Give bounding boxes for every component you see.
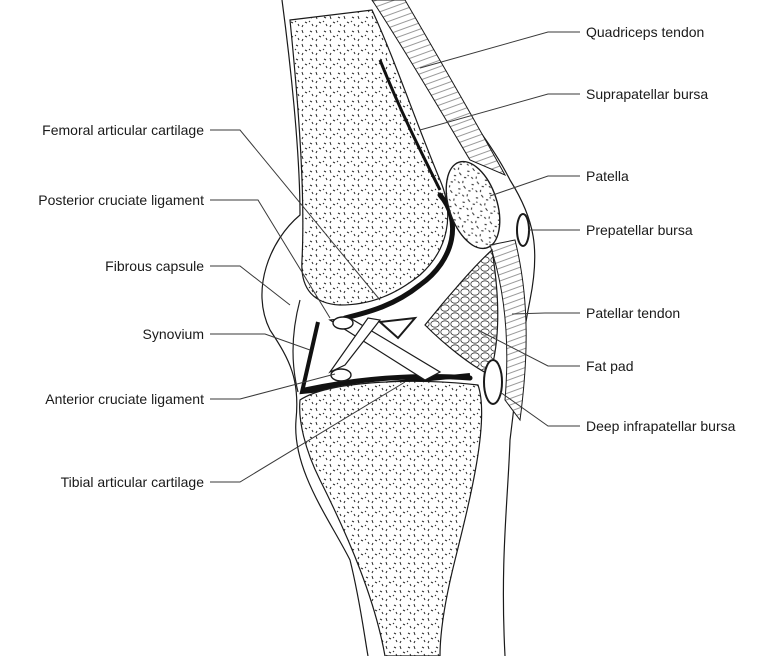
label-anterior-cruciate-ligament: Anterior cruciate ligament <box>45 391 204 407</box>
label-fat-pad: Fat pad <box>586 358 633 374</box>
label-femoral-articular-cartilage: Femoral articular cartilage <box>42 122 204 138</box>
leader-fibrous-capsule <box>210 266 290 305</box>
label-deep-infrapatellar-bursa: Deep infrapatellar bursa <box>586 418 736 434</box>
label-tibial-articular-cartilage: Tibial articular cartilage <box>61 474 205 490</box>
label-prepatellar-bursa: Prepatellar bursa <box>586 222 693 238</box>
leader-synovium <box>210 334 310 350</box>
label-posterior-cruciate-ligament: Posterior cruciate ligament <box>38 192 204 208</box>
intercondylar-notch <box>380 318 415 338</box>
acl-attachment <box>331 369 351 381</box>
label-patellar-tendon: Patellar tendon <box>586 305 680 321</box>
pcl-attachment <box>333 317 353 329</box>
label-fibrous-capsule: Fibrous capsule <box>105 258 204 274</box>
label-suprapatellar-bursa: Suprapatellar bursa <box>586 86 708 102</box>
leader-quadriceps-tendon <box>420 32 580 68</box>
label-quadriceps-tendon: Quadriceps tendon <box>586 24 704 40</box>
label-patella: Patella <box>586 168 629 184</box>
leader-patella <box>490 176 580 196</box>
prepatellar-bursa <box>517 214 529 246</box>
deep-infrapatellar-bursa <box>484 360 502 404</box>
label-synovium: Synovium <box>143 326 204 342</box>
